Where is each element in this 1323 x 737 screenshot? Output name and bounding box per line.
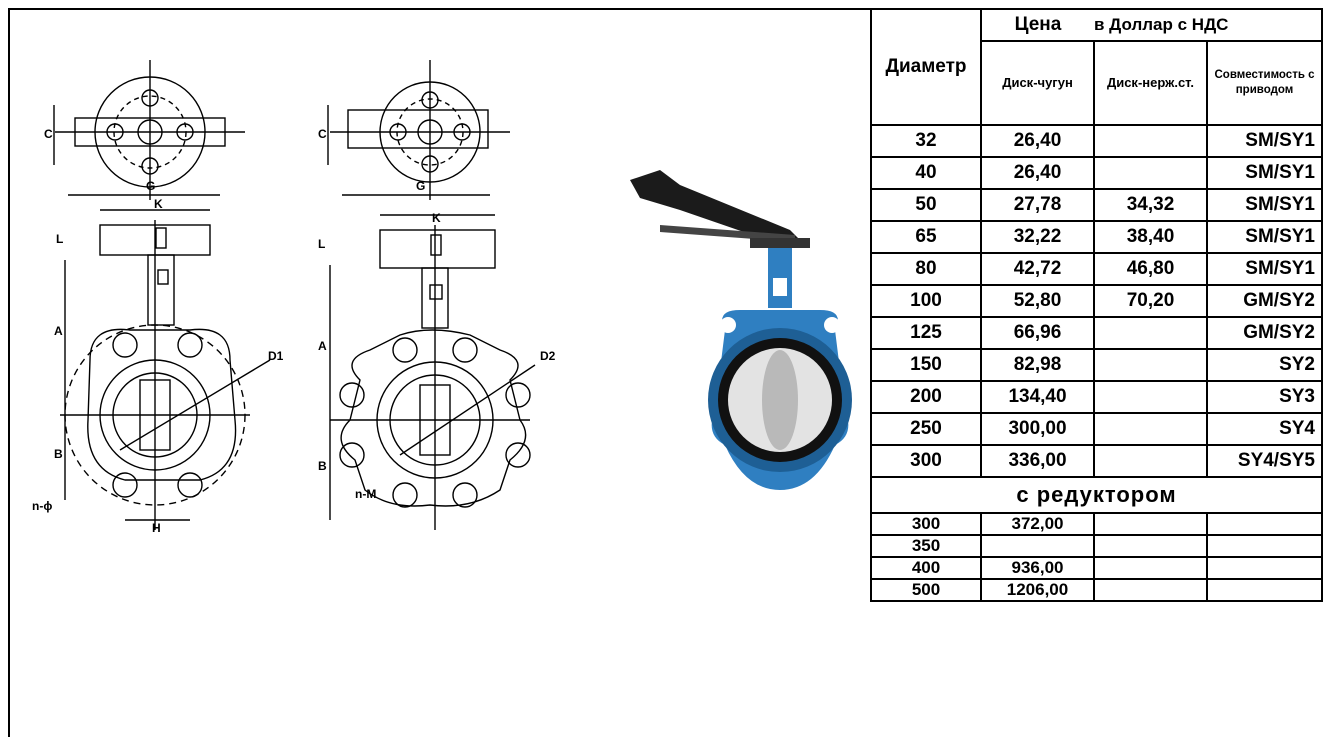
label-b-right: B (318, 459, 327, 473)
label-l-right: L (318, 237, 325, 251)
label-l-left: L (56, 232, 63, 246)
label-g-right: G (416, 179, 425, 193)
price-table: Диаметр Цена в Доллар с НДС Диск-чугун Д… (870, 8, 1323, 602)
lug-top-view (327, 60, 510, 200)
label-b-left: B (54, 447, 63, 461)
section-title: с редуктором (870, 476, 1323, 514)
header-diameter: Диаметр (870, 8, 982, 126)
label-c-right: C (318, 127, 327, 141)
header-row-1: Диаметр Цена в Доллар с НДС (870, 8, 1323, 126)
label-k-right: K (432, 211, 441, 225)
label-d2: D2 (540, 349, 556, 363)
header-row-2: Диск-чугун Диск-нерж.ст. Совместимость с… (871, 40, 1323, 126)
header-price: Цена (980, 8, 1094, 42)
top-border (8, 8, 1321, 10)
label-d1: D1 (268, 349, 284, 363)
label-n-m: n-M (355, 487, 376, 501)
left-border (8, 8, 10, 737)
section-row: с редуктором (870, 476, 1323, 514)
header-col-compat: Совместимость с приводом (1206, 40, 1323, 126)
table-row: 350 (870, 534, 1323, 558)
wafer-top-view (53, 60, 245, 200)
label-a-left: A (54, 324, 63, 338)
label-h: H (152, 521, 161, 535)
technical-drawing: C G K L A B D1 H n-ϕ C G K L A B D2 n-M (32, 60, 556, 535)
header-currency: в Доллар с НДС (1094, 8, 1323, 42)
label-n-phi: n-ϕ (32, 499, 52, 513)
header-col-steel: Диск-нерж.ст. (1093, 40, 1208, 126)
header-col-iron: Диск-чугун (980, 40, 1095, 126)
valve-photo (630, 170, 852, 490)
lug-front-view (329, 214, 536, 530)
label-a-right: A (318, 339, 327, 353)
wafer-front-view (60, 209, 271, 530)
label-k-left: K (154, 197, 163, 211)
label-c-left: C (44, 127, 53, 141)
label-g-left: G (146, 179, 155, 193)
